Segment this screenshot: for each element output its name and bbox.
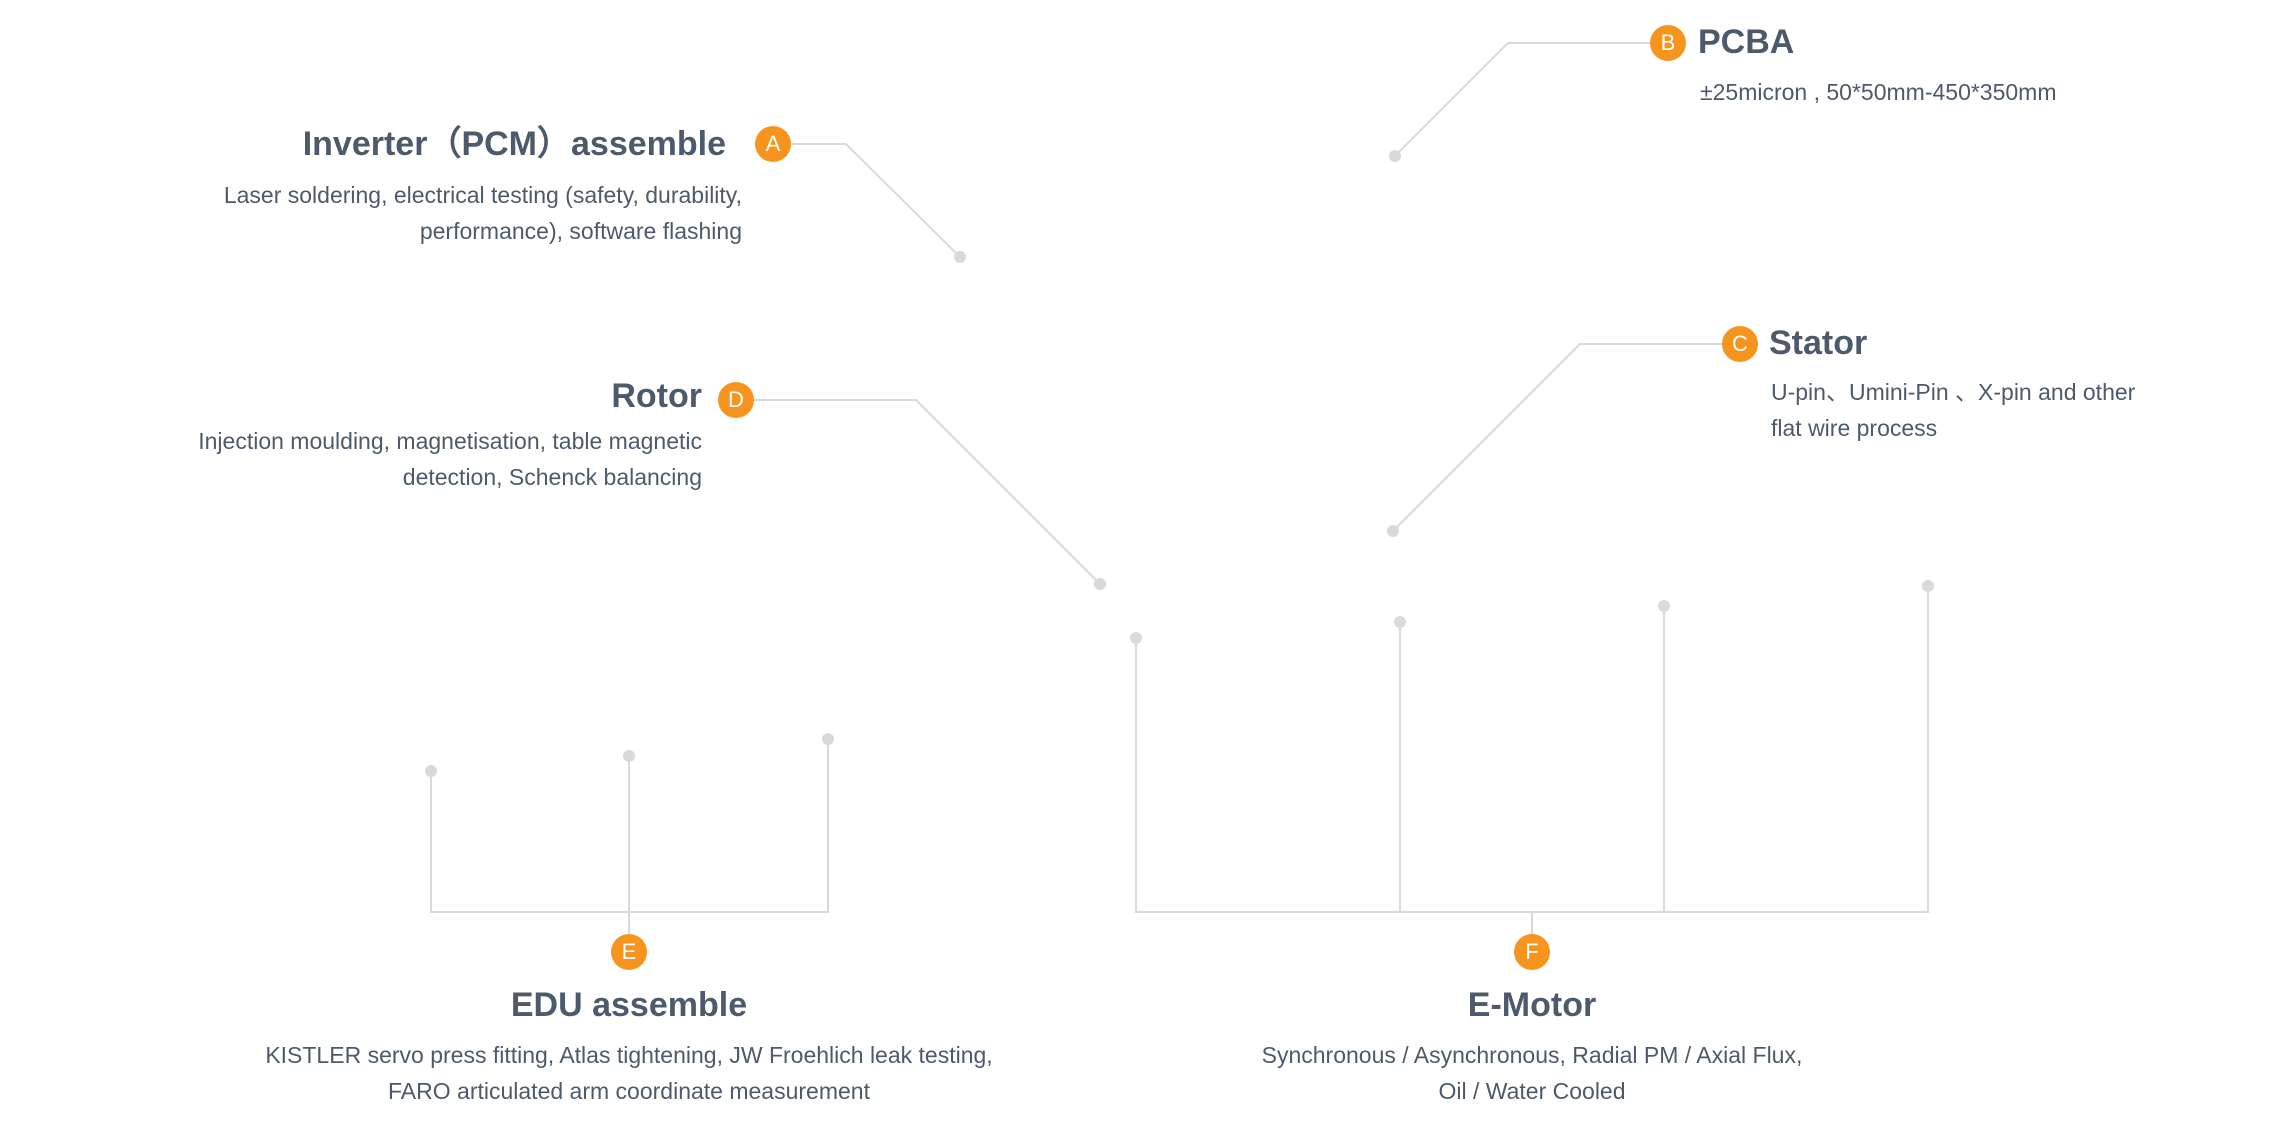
dot-b [1389, 150, 1401, 162]
stator-title: Stator [1769, 324, 1868, 362]
dot-e-2 [623, 750, 635, 762]
connector-a [792, 143, 961, 258]
stator-description-line: flat wire process [1771, 415, 1938, 441]
inverter-description: Laser soldering, electrical testing (saf… [224, 177, 742, 249]
connector-c [1392, 343, 1726, 532]
badge-c: C [1722, 326, 1758, 362]
dot-e-3 [822, 733, 834, 745]
badge-f: F [1514, 934, 1550, 970]
dot-f-1 [1130, 632, 1142, 644]
rotor-description: Injection moulding, magnetisation, table… [198, 423, 702, 495]
emotor-description-line: Oil / Water Cooled [1438, 1078, 1626, 1104]
edu-description: KISTLER servo press fitting, Atlas tight… [179, 1037, 1079, 1109]
edu-title: EDU assemble [510, 986, 748, 1024]
pcba-description: ±25micron , 50*50mm-450*350mm [1700, 74, 2057, 110]
badge-d: D [718, 382, 754, 418]
edu-description-line: FARO articulated arm coordinate measurem… [388, 1078, 870, 1104]
stator-description: U-pin、Umini-Pin 、X-pin and other flat wi… [1771, 374, 2135, 446]
dot-e-1 [425, 765, 437, 777]
dot-f-2 [1394, 616, 1406, 628]
stator-description-line: U-pin、Umini-Pin 、X-pin and other [1771, 379, 2136, 405]
inverter-description-line: performance), software flashing [419, 218, 742, 244]
emotor-title: E-Motor [1467, 986, 1597, 1024]
rotor-description-line: detection, Schenck balancing [402, 464, 702, 490]
rotor-title: Rotor [611, 377, 702, 415]
connector-b [1394, 42, 1655, 157]
rotor-description-line: Injection moulding, magnetisation, table… [198, 428, 702, 454]
inverter-title: Inverter（PCM）assemble [302, 125, 726, 163]
pcba-description-line: ±25micron , 50*50mm-450*350mm [1700, 79, 2057, 105]
edu-description-line: KISTLER servo press fitting, Atlas tight… [265, 1042, 993, 1068]
emotor-description: Synchronous / Asynchronous, Radial PM / … [1132, 1037, 1932, 1109]
dot-a [954, 251, 966, 263]
badge-b: B [1650, 25, 1686, 61]
dot-f-3 [1658, 600, 1670, 612]
connector-d [750, 399, 1101, 585]
dot-f-4 [1922, 580, 1934, 592]
pcba-title: PCBA [1698, 23, 1795, 61]
dot-d [1094, 578, 1106, 590]
badge-a: A [755, 126, 791, 162]
bracket-f [1135, 586, 1929, 913]
inverter-description-line: Laser soldering, electrical testing (saf… [223, 182, 742, 208]
badge-e: E [611, 934, 647, 970]
dot-c [1387, 525, 1399, 537]
emotor-description-line: Synchronous / Asynchronous, Radial PM / … [1261, 1042, 1803, 1068]
